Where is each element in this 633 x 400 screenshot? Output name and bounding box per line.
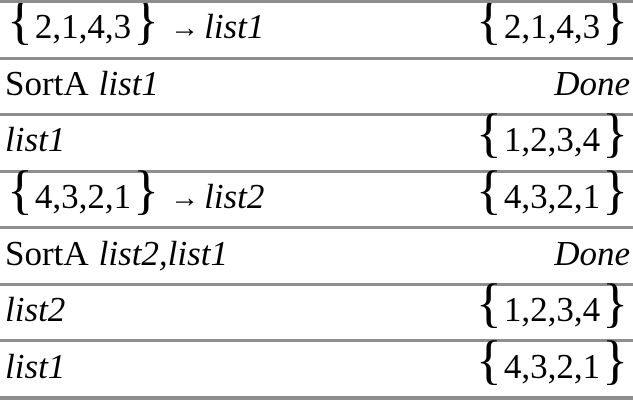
close-brace-glyph: } bbox=[133, 0, 160, 51]
history-row[interactable]: list1 {4,3,2,1} bbox=[0, 333, 633, 396]
variable-text: list2 bbox=[204, 177, 265, 217]
close-brace-glyph: } bbox=[602, 160, 628, 221]
list-values-text: 4,3,2,1 bbox=[503, 177, 601, 217]
store-arrow-icon: → bbox=[170, 12, 200, 45]
close-brace-glyph: } bbox=[133, 160, 160, 221]
close-brace-glyph: } bbox=[602, 329, 628, 390]
result-text: Done bbox=[554, 63, 630, 103]
history-output[interactable]: {4,3,2,1} bbox=[474, 163, 630, 217]
list-values-text: 2,1,4,3 bbox=[503, 7, 601, 47]
open-brace-glyph: { bbox=[475, 273, 502, 334]
result-text: Done bbox=[554, 233, 630, 273]
history-input[interactable]: list2 bbox=[5, 292, 65, 327]
history-output[interactable]: {1,2,3,4} bbox=[474, 276, 630, 330]
list-values-text: 1,2,3,4 bbox=[503, 290, 601, 330]
history-row[interactable]: {4,3,2,1}→list2{4,3,2,1} bbox=[0, 163, 633, 230]
variable-text: list2 bbox=[5, 290, 66, 330]
store-arrow-icon: → bbox=[170, 181, 200, 214]
command-text: SortA bbox=[5, 233, 89, 273]
variable-text: list1 bbox=[5, 346, 66, 386]
history-output[interactable]: Done bbox=[554, 66, 630, 101]
list-values-text: 2,1,4,3 bbox=[34, 7, 132, 47]
history-output[interactable]: {2,1,4,3} bbox=[474, 3, 630, 47]
history-output[interactable]: Done bbox=[554, 236, 630, 271]
history-output[interactable]: {4,3,2,1} bbox=[474, 333, 630, 387]
variable-text: list1 bbox=[5, 120, 66, 160]
history-row[interactable]: list2 {1,2,3,4} bbox=[0, 276, 633, 343]
open-brace-glyph: { bbox=[7, 0, 33, 51]
open-brace-glyph: { bbox=[475, 329, 502, 390]
variable-text: list2,list1 bbox=[98, 233, 228, 273]
history-output[interactable]: {1,2,3,4} bbox=[474, 106, 630, 160]
open-brace-glyph: { bbox=[475, 160, 502, 221]
history-input[interactable]: list1 bbox=[5, 349, 65, 384]
close-brace-glyph: } bbox=[602, 273, 628, 334]
history-row[interactable]: list1 {1,2,3,4} bbox=[0, 106, 633, 173]
variable-text: list1 bbox=[98, 63, 159, 103]
open-brace-glyph: { bbox=[475, 103, 502, 164]
list-values-text: 4,3,2,1 bbox=[503, 346, 601, 386]
history-input[interactable]: list1 bbox=[5, 122, 65, 157]
history-row[interactable]: {2,1,4,3}→list1{2,1,4,3} bbox=[0, 3, 633, 60]
open-brace-glyph: { bbox=[475, 0, 502, 51]
list-values-text: 1,2,3,4 bbox=[503, 120, 601, 160]
close-brace-glyph: } bbox=[602, 0, 628, 51]
command-text: SortA bbox=[5, 63, 89, 103]
open-brace-glyph: { bbox=[7, 160, 33, 221]
history-input[interactable]: {2,1,4,3}→list1 bbox=[5, 3, 265, 47]
list-values-text: 4,3,2,1 bbox=[34, 177, 132, 217]
history-input[interactable]: {4,3,2,1}→list2 bbox=[5, 163, 265, 217]
close-brace-glyph: } bbox=[602, 103, 628, 164]
variable-text: list1 bbox=[204, 7, 265, 47]
